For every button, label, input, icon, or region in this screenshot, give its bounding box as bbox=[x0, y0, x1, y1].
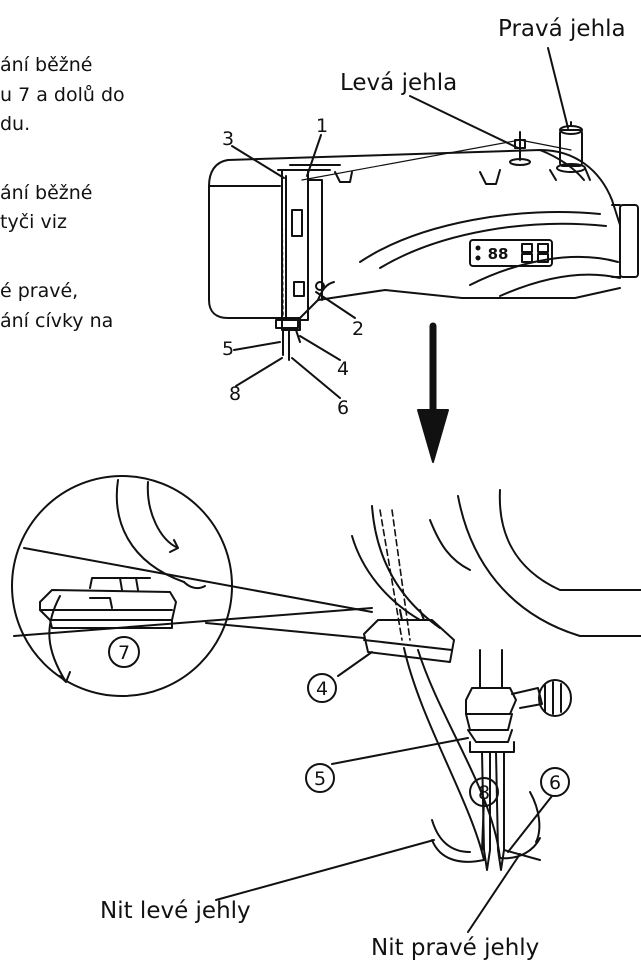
part-number-8: 8 bbox=[229, 383, 242, 405]
circled-number-8: 8 bbox=[478, 782, 490, 804]
circled-number-5-ring bbox=[305, 763, 335, 793]
circled-number-7-ring bbox=[108, 636, 140, 668]
instruction-text-line-6: é pravé, bbox=[0, 280, 79, 302]
instruction-text-line-4: ání běžné bbox=[0, 182, 93, 204]
label-nit-prave-jehly: Nit pravé jehly bbox=[371, 935, 540, 961]
instruction-text-line-2: u 7 a dolů do bbox=[0, 84, 125, 106]
label-nit-leve-jehly: Nit levé jehly bbox=[100, 898, 251, 924]
part-number-5: 5 bbox=[222, 338, 235, 360]
part-number-4: 4 bbox=[337, 358, 350, 380]
circled-number-4: 4 bbox=[316, 678, 328, 700]
needle-detail-drawing bbox=[11, 475, 641, 933]
part-number-6: 6 bbox=[337, 397, 350, 419]
part-number-2: 2 bbox=[352, 318, 365, 340]
circled-number-6-ring bbox=[540, 767, 570, 797]
down-arrow-icon bbox=[417, 322, 449, 463]
instruction-text-line-3: du. bbox=[0, 113, 31, 135]
circled-number-6: 6 bbox=[549, 772, 561, 794]
part-number-3: 3 bbox=[222, 128, 235, 150]
part-number-1: 1 bbox=[316, 115, 329, 137]
label-prava-jehla: Pravá jehla bbox=[498, 16, 626, 42]
display-digits: 88 bbox=[488, 245, 509, 263]
circled-number-5: 5 bbox=[314, 768, 326, 790]
circled-number-7: 7 bbox=[118, 642, 130, 664]
machine-head-drawing bbox=[208, 47, 639, 399]
circled-number-8-ring bbox=[469, 777, 499, 807]
instruction-text-line-5: tyči viz bbox=[0, 211, 67, 233]
circled-number-4-ring bbox=[307, 673, 337, 703]
label-leva-jehla: Levá jehla bbox=[340, 70, 458, 96]
instruction-text-line-7: ání cívky na bbox=[0, 310, 114, 332]
instruction-text-line-1: ání běžné bbox=[0, 54, 93, 76]
